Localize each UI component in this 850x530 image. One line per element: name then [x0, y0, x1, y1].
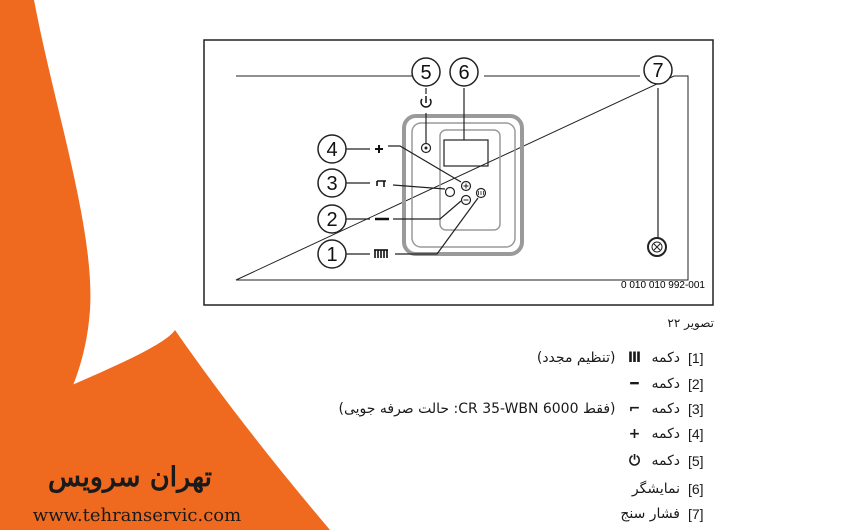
reset-button	[475, 187, 487, 199]
callout-number: 1	[326, 244, 337, 266]
legend-number: [2]	[688, 376, 704, 392]
panel-outline	[235, 75, 689, 281]
tap-icon: ⌐	[628, 401, 641, 417]
minus-button	[460, 194, 472, 206]
power-icon	[420, 96, 432, 108]
callout-circle	[317, 168, 347, 198]
callout-1: 1	[317, 239, 347, 269]
legend-number: [6]	[688, 481, 704, 497]
legend-label: فشار سنج	[620, 506, 680, 522]
callout-circle	[643, 55, 673, 85]
part-number: 0 010 010 992-001	[621, 280, 705, 291]
radiator-icon: Ⅲ	[627, 350, 642, 366]
brand-name: تهران سرویس	[47, 462, 213, 493]
legend-number: [7]	[688, 506, 704, 522]
legend-label: دکمه	[651, 376, 681, 392]
callout-3: 3	[317, 168, 347, 198]
legend-note: (فقط CR 35-WBN 6000: حالت صرفه جویی)	[338, 401, 616, 417]
legend-item-3: (فقط CR 35-WBN 6000: حالت صرفه جویی) ⌐ دکم…	[290, 397, 714, 421]
plus-button	[460, 180, 472, 192]
callout-circle	[317, 239, 347, 269]
legend-item-1: (تنظیم مجدد) Ⅲ دکمه [1]	[290, 346, 714, 370]
legend-label: دکمه	[651, 350, 681, 366]
power-button-dot	[424, 146, 428, 150]
diagram-frame	[203, 39, 714, 306]
callout-number: 6	[458, 62, 469, 84]
legend-number: [1]	[688, 350, 704, 366]
plus-button-glyph	[463, 183, 469, 189]
figure-caption: تصویر ۲۲	[667, 316, 714, 330]
legend-label: نمایشگر	[631, 481, 680, 497]
callout-4: 4	[317, 134, 347, 164]
legend-label: دکمه	[651, 401, 681, 417]
legend-number: [3]	[688, 401, 704, 417]
legend-number: [5]	[688, 453, 704, 469]
callout-circle	[411, 57, 441, 87]
callout-5: 5	[411, 57, 441, 87]
pressure-gauge-needle	[653, 243, 661, 251]
leader-lines	[346, 88, 659, 255]
minus-icon: ━	[630, 376, 639, 392]
callout-number: 7	[652, 60, 663, 82]
callout-6: 6	[449, 57, 479, 87]
legend-number: [4]	[688, 426, 704, 442]
callout-number: 4	[326, 139, 337, 161]
reset-button-glyph	[478, 191, 484, 195]
callout-circle	[449, 57, 479, 87]
callout-7: 7	[643, 55, 673, 85]
pressure-gauge-inner	[651, 241, 663, 253]
tap-icon	[376, 180, 386, 187]
legend-item-2: ━ دکمه [2]	[290, 372, 714, 396]
brand-url[interactable]: www.tehranservic.com	[32, 505, 242, 526]
pressure-gauge	[647, 237, 667, 257]
callout-number: 2	[326, 209, 337, 231]
control-housing	[402, 114, 524, 256]
legend-note: (تنظیم مجدد)	[536, 350, 616, 366]
callout-circle	[317, 134, 347, 164]
legend-item-7: فشار سنج [7]	[290, 502, 714, 526]
power-button	[420, 142, 432, 154]
display-screen	[443, 139, 489, 167]
plus-icon: +	[628, 426, 641, 442]
plus-icon	[375, 145, 383, 153]
callout-number: 5	[420, 62, 431, 84]
legend-item-5: ⏻ دکمه [5]	[290, 449, 714, 473]
legend-item-4: + دکمه [4]	[290, 422, 714, 446]
callout-2: 2	[317, 204, 347, 234]
tap-button	[444, 186, 456, 198]
callout-circle	[317, 204, 347, 234]
control-module	[439, 129, 501, 231]
legend-label: دکمه	[651, 453, 681, 469]
callout-number: 3	[326, 173, 337, 195]
legend-item-6: نمایشگر [6]	[290, 477, 714, 501]
legend-label: دکمه	[651, 426, 681, 442]
power-icon: ⏻	[628, 453, 641, 469]
radiator-icon	[374, 249, 388, 258]
